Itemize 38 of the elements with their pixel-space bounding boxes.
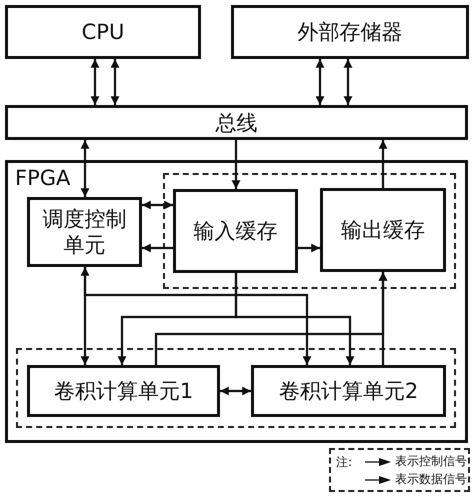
box-label: 外部存储器 [298,19,402,45]
legend-text: 表示数据信号 [395,471,467,487]
double-arrow [220,386,251,396]
dashed-group-box [163,173,456,289]
box-label: 卷积计算单元2 [278,378,418,404]
arrow [142,244,173,252]
box-label: 卷积计算单元1 [54,378,194,404]
double-arrow [80,140,90,197]
process-box [27,365,220,417]
arrow [378,272,388,365]
container-title: FPGA [15,165,70,191]
container-box [5,160,468,443]
process-box [5,5,201,59]
process-box [173,189,298,273]
bus-bar [5,105,468,140]
arrow [234,273,354,365]
arrow [232,140,240,189]
note-label: 注: [336,454,352,470]
double-arrow [90,59,100,105]
double-arrow [110,59,120,105]
box-label: CPU [82,19,124,45]
box-label: 输出缓存 [341,217,425,243]
arrow [298,244,320,252]
arrow [84,267,312,365]
double-arrow [142,200,173,210]
box-label: 总线 [216,110,258,136]
double-arrow [316,59,324,105]
box-label: 输入缓存 [194,218,278,244]
legend-text: 表示控制信号 [395,453,467,469]
process-box [27,197,142,267]
arrow [378,140,388,188]
dashed-group-box [16,348,456,428]
process-box [251,365,446,417]
process-box [231,5,469,59]
double-arrow [80,267,90,365]
box-label: 调度控制单元 [42,206,128,258]
double-arrow [344,59,352,105]
process-box [320,188,446,272]
